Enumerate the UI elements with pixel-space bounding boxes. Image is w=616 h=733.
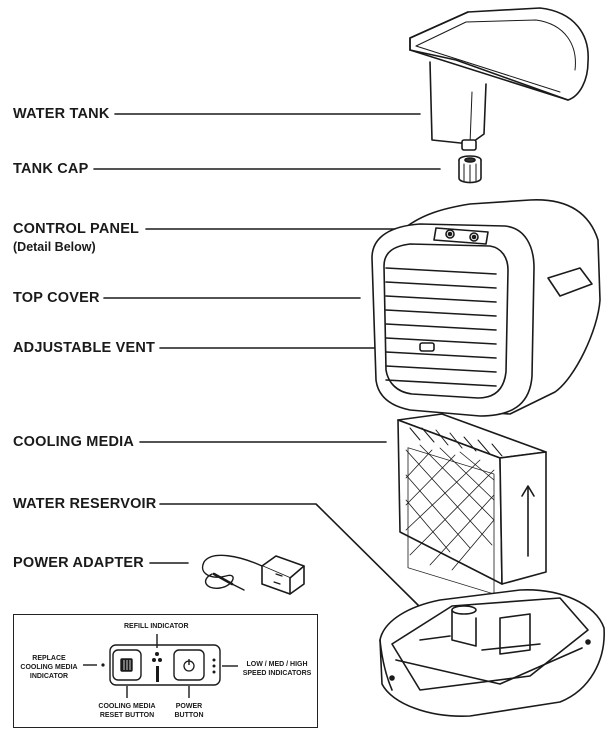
- leader-water-reservoir: [159, 503, 421, 608]
- label-tank-cap: TANK CAP: [13, 161, 89, 177]
- label-cooling-media-reset-button: COOLING MEDIA RESET BUTTON: [98, 703, 156, 719]
- cooling-media-illustration: [397, 413, 547, 595]
- label-speed-indicators: LOW / MED / HIGH SPEED INDICATORS: [242, 661, 312, 677]
- label-replace-cooling-media-indicator: REPLACE COOLING MEDIA INDICATOR: [20, 655, 78, 680]
- tank-cap-illustration: [458, 155, 482, 184]
- speed-indicator-med: [212, 664, 216, 668]
- label-water-tank: WATER TANK: [13, 106, 110, 122]
- label-top-cover: TOP COVER: [13, 290, 100, 306]
- label-control-panel-note: (Detail Below): [13, 240, 96, 254]
- label-adjustable-vent: ADJUSTABLE VENT: [13, 340, 156, 356]
- speed-indicator-low: [212, 658, 216, 662]
- label-power-adapter: POWER ADAPTER: [13, 555, 144, 571]
- water-reservoir-illustration: [379, 589, 605, 717]
- label-refill-indicator: REFILL INDICATOR: [124, 623, 189, 630]
- control-panel-detail-box: [13, 614, 318, 728]
- label-water-reservoir: WATER RESERVOIR: [13, 496, 157, 512]
- water-tank-illustration: [409, 7, 589, 151]
- label-cooling-media: COOLING MEDIA: [13, 434, 135, 450]
- replace-media-indicator-dot: [101, 663, 105, 667]
- label-control-panel: CONTROL PANEL: [13, 221, 140, 237]
- top-cover-illustration: [371, 199, 601, 417]
- power-adapter-illustration: [201, 554, 305, 595]
- refill-indicator-icon: [155, 652, 159, 656]
- label-power-button: POWER BUTTON: [174, 703, 204, 719]
- speed-indicator-high: [212, 670, 216, 674]
- refill-indicator-bar: [156, 666, 159, 682]
